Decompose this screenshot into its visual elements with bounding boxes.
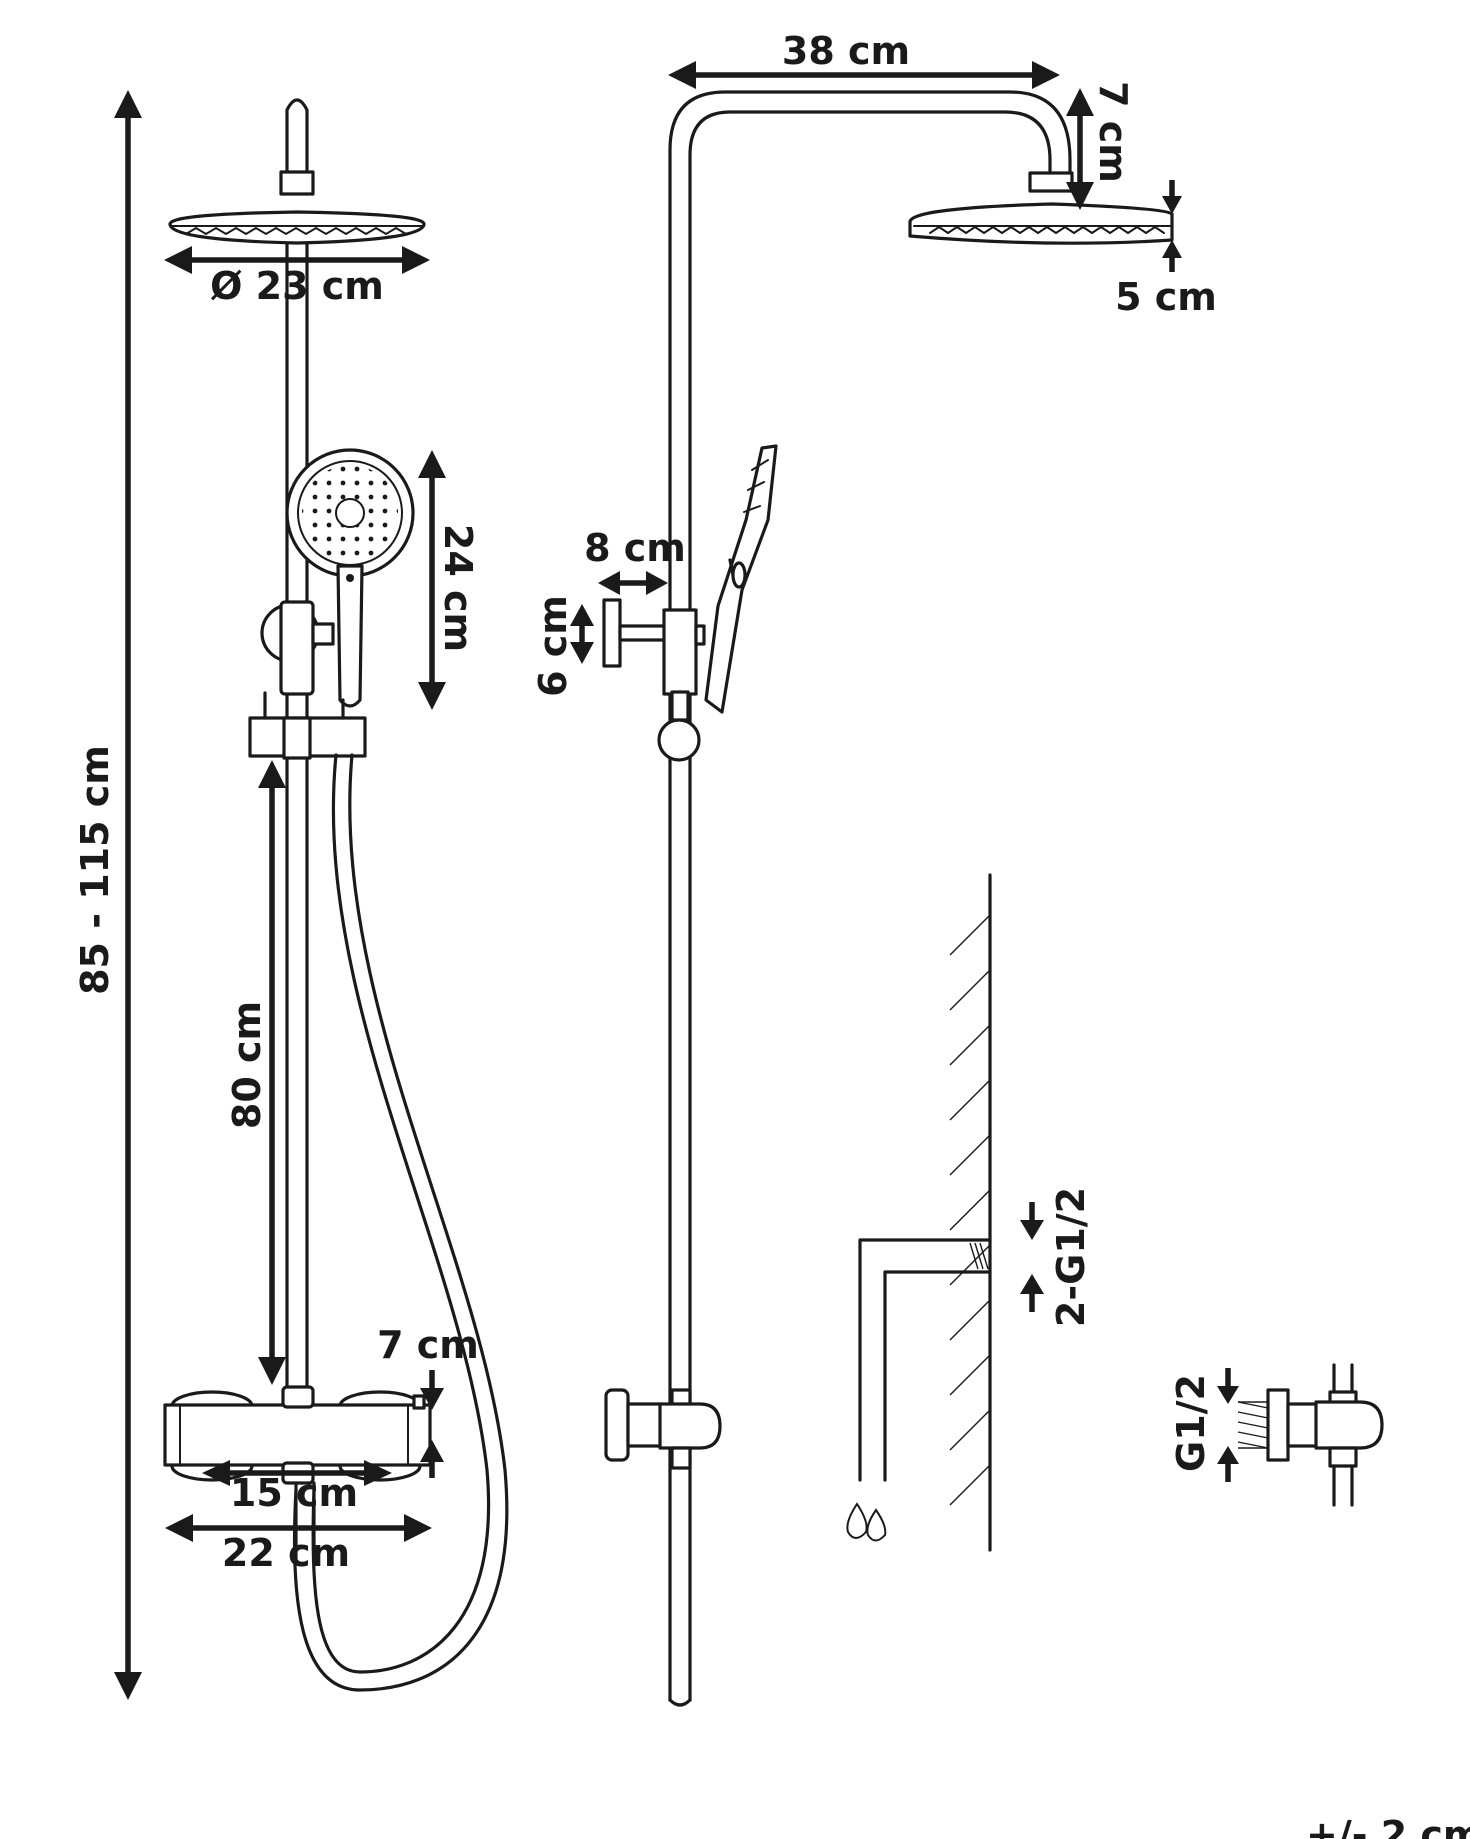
label-mixer-depth: 7 cm bbox=[377, 1323, 479, 1367]
wall-pipe-outer bbox=[858, 1238, 992, 1482]
label-arm-length: 38 cm bbox=[782, 29, 910, 73]
side-hand-shower bbox=[704, 444, 778, 714]
front-top-pipe bbox=[285, 98, 309, 177]
side-slider bbox=[657, 690, 701, 762]
label-holder-offset: 8 cm bbox=[584, 526, 686, 570]
side-pipe-outer bbox=[668, 90, 1072, 1702]
front-hand-shower bbox=[285, 448, 415, 708]
dimension-arrows bbox=[114, 61, 1239, 1700]
side-rain-shower-head bbox=[908, 202, 1174, 245]
label-mixer-width: 22 cm bbox=[222, 1531, 350, 1575]
wall-hatching bbox=[949, 914, 991, 1506]
label-total-height: 85 - 115 cm bbox=[73, 745, 117, 995]
front-top-nut bbox=[279, 170, 315, 196]
side-wall-bracket bbox=[602, 598, 706, 696]
label-hand-shower-length: 24 cm bbox=[436, 524, 480, 652]
wall-connection-detail bbox=[846, 873, 992, 1552]
front-thermostatic-mixer bbox=[163, 1385, 432, 1562]
side-arm-nut bbox=[1028, 171, 1074, 193]
dimension-labels: 85 - 115 cm Ø 23 cm 24 cm 80 cm 7 cm 15 … bbox=[73, 29, 1470, 1839]
label-rail-length: 80 cm bbox=[225, 1001, 269, 1129]
front-hose-inner bbox=[311, 753, 491, 1674]
side-mixer bbox=[604, 1388, 722, 1470]
front-rain-shower-head bbox=[168, 210, 426, 245]
wall-pipe-inner bbox=[883, 1270, 992, 1482]
label-head-thickness: 5 cm bbox=[1115, 275, 1217, 319]
label-arm-drop: 7 cm bbox=[1091, 81, 1135, 183]
label-inlet-thread: G1/2 bbox=[1169, 1374, 1213, 1472]
wall-thread bbox=[969, 1242, 989, 1270]
inlet-fitting-detail bbox=[1237, 1363, 1384, 1507]
label-wall-connection: 2-G1/2 bbox=[1049, 1187, 1093, 1327]
front-wall-bracket bbox=[260, 600, 335, 696]
label-mixer-center-distance: 15 cm bbox=[230, 1471, 358, 1515]
side-pipe-inner bbox=[688, 110, 1052, 1702]
front-slider bbox=[248, 691, 367, 760]
water-drops-icon bbox=[846, 1502, 887, 1542]
label-head-diameter: Ø 23 cm bbox=[210, 264, 384, 308]
front-view bbox=[163, 98, 509, 1692]
label-tolerance: +/- 2 cm bbox=[1306, 1813, 1470, 1839]
side-view bbox=[602, 90, 1174, 1707]
front-hose-outer bbox=[292, 753, 509, 1692]
label-holder-height: 6 cm bbox=[531, 595, 575, 697]
